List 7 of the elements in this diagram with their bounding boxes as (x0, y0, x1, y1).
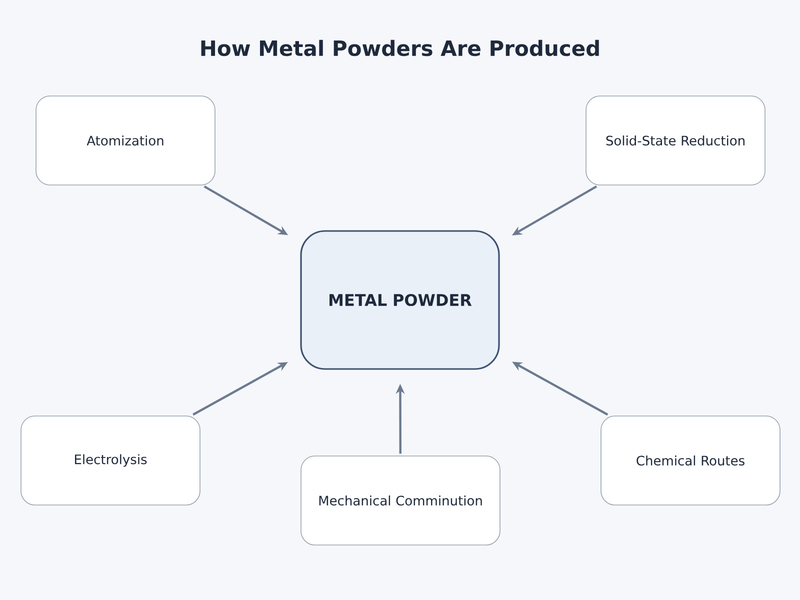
title: How Metal Powders Are Produced (201, 40, 599, 56)
process-box: Atomization (36, 96, 216, 186)
process-box: Electrolysis (20, 416, 200, 506)
process-box: Mechanical Comminution (300, 456, 500, 546)
process-box: Chemical Routes (600, 416, 780, 506)
process-box: Solid-State Reduction (586, 96, 766, 186)
center-box: METAL POWDER (300, 230, 500, 370)
